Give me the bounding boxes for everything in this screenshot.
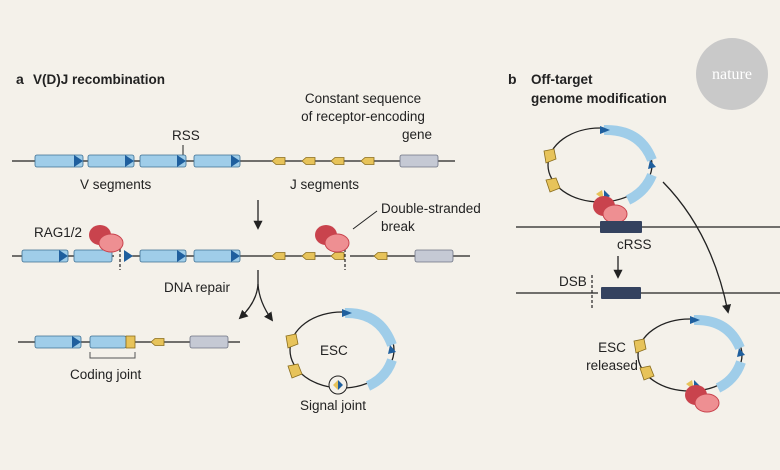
- v-segment-arc: [365, 358, 397, 391]
- rss-triangle: [737, 348, 745, 357]
- j-segment: [301, 252, 316, 260]
- esc-label: ESC: [320, 343, 348, 358]
- j-segment: [150, 338, 165, 346]
- dsb-label-line1: Double-stranded: [381, 201, 481, 216]
- constant-label-line3: gene: [402, 127, 432, 142]
- rss-triangle: [124, 250, 133, 262]
- constant-segment: [189, 335, 229, 349]
- germline-dna-row: [12, 154, 455, 168]
- v-segment: [139, 249, 187, 263]
- crss-site: [600, 221, 642, 233]
- coding-joint-row: [18, 335, 240, 349]
- panel-a-title: V(D)J recombination: [33, 72, 165, 87]
- v-segment: [193, 249, 241, 263]
- j-segment: [545, 177, 561, 193]
- rss-triangle: [342, 309, 352, 317]
- j-segments-label: J segments: [290, 177, 359, 192]
- v-segment-arc: [344, 307, 397, 347]
- v-segment: [21, 249, 69, 263]
- esc-circle-top: [543, 124, 657, 205]
- v-segment: [73, 249, 113, 263]
- coding-joint-bracket: [89, 352, 136, 359]
- rss-triangle: [690, 316, 700, 324]
- release-arrow: [662, 181, 732, 314]
- coding-joint-label: Coding joint: [70, 367, 142, 382]
- nature-logo-text: nature: [712, 66, 752, 83]
- esc-released-line2: released: [586, 358, 638, 373]
- rss-triangle: [648, 160, 656, 169]
- cleavage-dna-row: [12, 224, 470, 270]
- j-segment: [639, 365, 655, 381]
- esc-released-line1: ESC: [598, 340, 626, 355]
- constant-segment: [414, 249, 454, 263]
- rag-protein: [684, 384, 720, 413]
- dna-repair-label: DNA repair: [164, 280, 231, 295]
- j-segment: [373, 252, 388, 260]
- v-segment-arc: [603, 124, 657, 163]
- v-segment-arc: [693, 314, 745, 351]
- constant-label-line1: Constant sequence: [305, 91, 421, 106]
- v-segment: [89, 335, 127, 349]
- rss-triangle: [600, 126, 610, 134]
- panel-b-letter: b: [508, 71, 517, 87]
- rss-label: RSS: [172, 128, 200, 143]
- v-segment-arc: [715, 360, 746, 393]
- crss-label: cRSS: [617, 237, 652, 252]
- j-segment: [543, 148, 557, 164]
- v-segment: [34, 335, 82, 349]
- j-segment: [301, 157, 316, 165]
- signal-joint-j-half: [333, 380, 338, 390]
- panel-b-title-line1: Off-target: [531, 72, 593, 87]
- j-segment: [271, 157, 286, 165]
- esc-circle-released: [633, 314, 746, 393]
- constant-label-line2: of receptor-encoding: [301, 109, 425, 124]
- j-segment: [330, 252, 345, 260]
- excision-circle: [285, 307, 397, 395]
- j-segment: [125, 335, 136, 349]
- constant-segment: [399, 154, 439, 168]
- j-segment: [271, 252, 286, 260]
- dsb-label-b: DSB: [559, 274, 587, 289]
- repair-arrow-left: [238, 270, 259, 320]
- dsb-pointer: [352, 210, 378, 230]
- rag-label: RAG1/2: [34, 225, 82, 240]
- panel-a-letter: a: [16, 71, 24, 87]
- j-segment: [633, 338, 647, 354]
- v-segment: [34, 154, 84, 168]
- v-segment: [139, 154, 187, 168]
- signal-joint-rss-half: [338, 380, 343, 390]
- rag-protein: [314, 224, 350, 253]
- rag-protein: [88, 224, 124, 253]
- j-segment: [287, 363, 303, 379]
- dsb-label-line2: break: [381, 219, 415, 234]
- j-segment: [360, 157, 375, 165]
- crss-site: [601, 287, 641, 299]
- nature-logo: [696, 38, 768, 110]
- rag-protein: [592, 195, 628, 224]
- signal-joint-label: Signal joint: [300, 398, 366, 413]
- j-segment: [330, 157, 345, 165]
- v-segment-arc: [625, 172, 657, 205]
- v-segment: [193, 154, 241, 168]
- j-segment: [285, 333, 299, 349]
- v-segment: [87, 154, 135, 168]
- panel-b-title-line2: genome modification: [531, 91, 667, 106]
- rss-triangle: [388, 345, 396, 354]
- v-segments-label: V segments: [80, 177, 152, 192]
- repair-arrow-right: [257, 283, 274, 322]
